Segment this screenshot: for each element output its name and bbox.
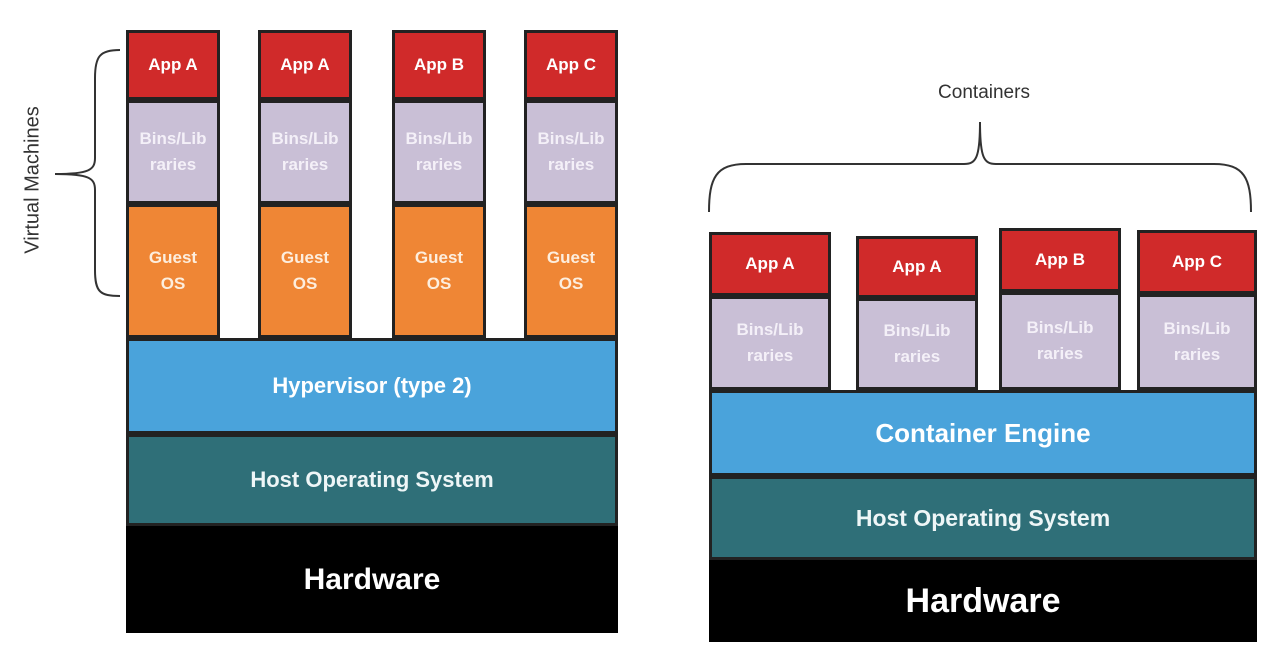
bins-line: raries: [149, 155, 197, 174]
vm-host-os-layer: Host Operating System: [126, 434, 618, 526]
containers-label: Containers: [938, 82, 1030, 103]
bins-line: raries: [893, 347, 941, 366]
hypervisor-layer: Hypervisor (type 2): [126, 338, 618, 434]
guest-line: Guest: [414, 247, 464, 267]
guest-line: Guest: [148, 247, 198, 267]
container-app-block: App B: [999, 228, 1121, 292]
container-engine-layer: Container Engine: [709, 390, 1257, 476]
bins-line: Bins/Lib: [883, 320, 951, 340]
bins-line: Bins/Lib: [537, 128, 605, 148]
container-app-block: App A: [709, 232, 831, 296]
bins-line: raries: [1036, 344, 1084, 363]
bins-line: Bins/Lib: [139, 128, 207, 148]
bins-line: raries: [1173, 345, 1221, 364]
container-bins-block: Bins/Lib raries: [1137, 294, 1257, 390]
bins-line: Bins/Lib: [736, 319, 804, 339]
bins-line: Bins/Lib: [1163, 318, 1231, 338]
guest-line: OS: [292, 274, 318, 293]
guest-line: OS: [426, 274, 452, 293]
container-bins-block: Bins/Lib raries: [709, 296, 831, 390]
bins-line: Bins/Lib: [271, 128, 339, 148]
guest-line: OS: [558, 274, 584, 293]
vm-app-block: App C: [524, 30, 618, 100]
bins-line: raries: [746, 346, 794, 365]
containers-brace: [708, 121, 1252, 213]
vm-app-block: App B: [392, 30, 486, 100]
container-host-os-layer: Host Operating System: [709, 476, 1257, 560]
guest-line: Guest: [280, 247, 330, 267]
bins-line: Bins/Lib: [405, 128, 473, 148]
vm-app-block: App A: [258, 30, 352, 100]
container-app-block: App C: [1137, 230, 1257, 294]
bins-line: raries: [547, 155, 595, 174]
bins-line: Bins/Lib: [1026, 317, 1094, 337]
vm-hardware-layer: Hardware: [126, 526, 618, 633]
vm-bins-block: Bins/Lib raries: [258, 100, 352, 204]
vm-app-block: App A: [126, 30, 220, 100]
vm-side-label: Virtual Machines: [21, 106, 44, 254]
vm-bins-block: Bins/Lib raries: [392, 100, 486, 204]
vm-bins-block: Bins/Lib raries: [524, 100, 618, 204]
container-hardware-layer: Hardware: [709, 560, 1257, 642]
guest-line: Guest: [546, 247, 596, 267]
bins-line: raries: [415, 155, 463, 174]
guest-line: OS: [160, 274, 186, 293]
vm-bins-block: Bins/Lib raries: [126, 100, 220, 204]
bins-line: raries: [281, 155, 329, 174]
container-bins-block: Bins/Lib raries: [999, 292, 1121, 390]
container-app-block: App A: [856, 236, 978, 298]
vm-brace: [54, 49, 121, 297]
container-bins-block: Bins/Lib raries: [856, 298, 978, 390]
